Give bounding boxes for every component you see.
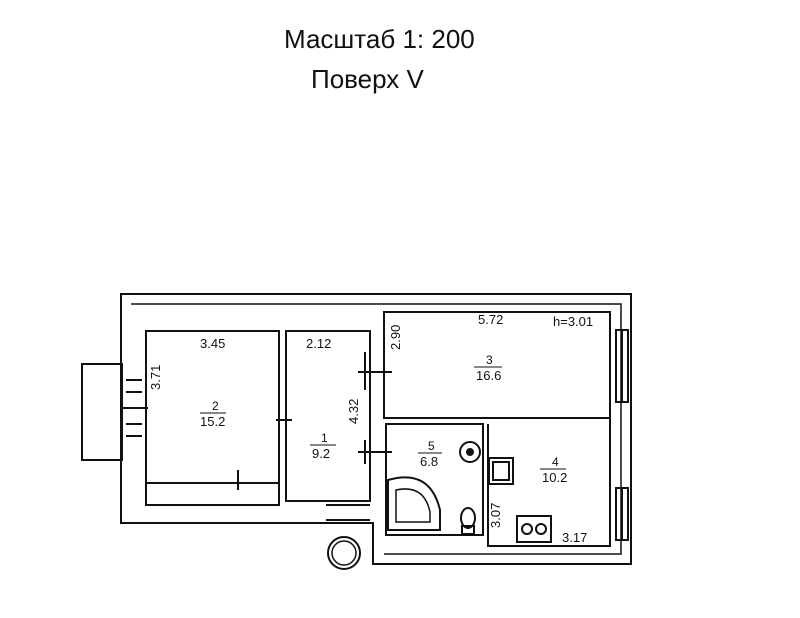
svg-text:4: 4	[552, 455, 559, 469]
outer-wall	[120, 293, 632, 565]
sink-icon	[459, 441, 481, 463]
dim-room4-depth: 3.07	[488, 503, 503, 528]
dim-room1-width: 2.12	[306, 336, 331, 351]
dim-room3-depth: 2.90	[388, 325, 403, 350]
svg-text:9.2: 9.2	[312, 446, 330, 461]
room-5-label: 5 6.8	[418, 439, 442, 469]
room-2-outline	[145, 330, 280, 506]
kitchen-sink-icon	[488, 457, 514, 485]
dim-room2-depth: 3.71	[148, 365, 163, 390]
svg-text:15.2: 15.2	[200, 414, 225, 429]
scale-label: Масштаб 1: 200	[284, 24, 475, 54]
svg-text:10.2: 10.2	[542, 470, 567, 485]
svg-text:1: 1	[321, 431, 328, 445]
dim-room4-width: 3.17	[562, 530, 587, 545]
room-3-outline	[383, 311, 611, 419]
room-3-label: 3 16.6	[474, 353, 502, 383]
outer-wall-inner	[131, 303, 622, 555]
dim-room2-width: 3.45	[200, 336, 225, 351]
svg-text:6.8: 6.8	[420, 454, 438, 469]
svg-text:2: 2	[212, 399, 219, 413]
ceiling-height: h=3.01	[553, 314, 593, 329]
stove-icon	[516, 515, 552, 543]
room-1-outline	[285, 330, 371, 502]
bathtub-icon	[387, 476, 441, 531]
entrance-circle	[327, 536, 361, 570]
room-4-label: 4 10.2	[540, 455, 567, 485]
svg-text:5: 5	[428, 439, 435, 453]
room-2-label: 2 15.2	[200, 399, 226, 429]
room-1-label: 1 9.2	[310, 431, 336, 461]
dim-room3-width: 5.72	[478, 312, 503, 327]
svg-text:16.6: 16.6	[476, 368, 501, 383]
dim-room1-depth: 4.32	[346, 399, 361, 424]
floor-label: Поверх V	[311, 64, 424, 94]
balcony	[81, 363, 123, 461]
room-5-outline	[385, 423, 484, 536]
svg-text:3: 3	[486, 353, 493, 367]
toilet-icon	[460, 507, 476, 529]
